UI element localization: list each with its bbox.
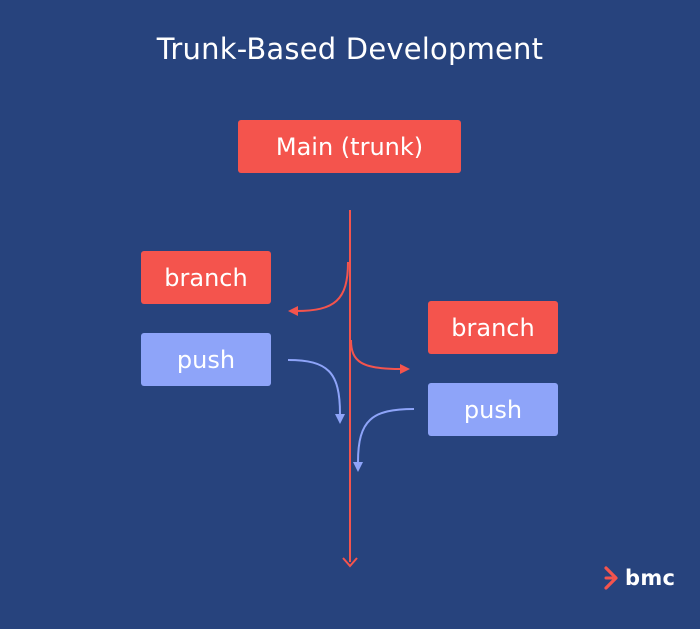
bmc-logo: bmc — [603, 566, 675, 590]
trunk-arrowhead — [342, 557, 358, 568]
branch-left-box: branch — [141, 251, 271, 304]
branch-left-arrowhead — [288, 306, 298, 316]
bmc-chevron-icon — [604, 566, 618, 590]
branch-left-label: branch — [164, 263, 248, 292]
bmc-logo-text: bmc — [625, 566, 676, 590]
push-left-arrowhead — [335, 414, 345, 424]
push-left-connector — [287, 359, 341, 415]
push-right-box: push — [428, 383, 558, 436]
diagram-title: Trunk-Based Development — [156, 32, 544, 66]
branch-right-box: branch — [428, 301, 558, 354]
push-right-connector — [357, 408, 415, 463]
branch-left-connector — [295, 261, 349, 312]
main-trunk-label: Main (trunk) — [275, 132, 424, 161]
push-right-arrowhead — [353, 462, 363, 472]
main-trunk-box: Main (trunk) — [238, 120, 461, 173]
branch-right-connector — [350, 339, 401, 370]
branch-right-label: branch — [451, 313, 535, 342]
push-left-label: push — [176, 345, 236, 374]
branch-right-arrowhead — [400, 364, 410, 374]
push-right-label: push — [463, 395, 523, 424]
push-left-box: push — [141, 333, 271, 386]
